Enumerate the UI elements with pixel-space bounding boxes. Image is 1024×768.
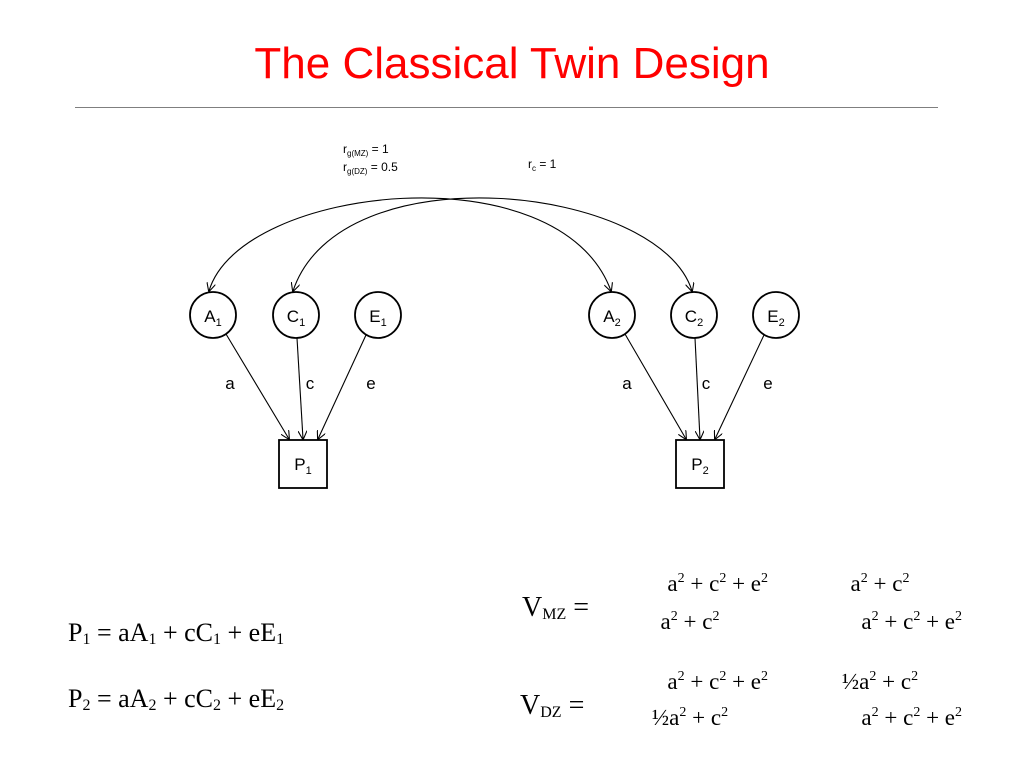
path-label-a-twin2: a [622, 374, 632, 393]
node-e1-circle [354, 291, 402, 339]
vdz-cell-21: ½a2 + c2 [651, 705, 729, 730]
rg-mz-label: rg(MZ) = 1 [343, 142, 389, 158]
rg-dz-label: rg(DZ) = 0.5 [343, 160, 398, 176]
node-e2-circle [752, 291, 800, 339]
vmz-label: VMZ = [522, 592, 590, 623]
node-a2-circle [588, 291, 636, 339]
node-a1-circle [189, 291, 237, 339]
path-diagram: rg(MZ) = 1 rg(DZ) = 0.5 rc = 1 A1 C1 E1 … [189, 142, 800, 489]
node-a1-label: A1 [204, 307, 221, 329]
vdz-cell-12: ½a2 + c2 [841, 669, 919, 694]
node-c2-label: C2 [685, 307, 703, 329]
node-p2-box [675, 439, 725, 489]
path-arrow-e1-p1 [318, 334, 367, 439]
vdz-cell-22: a2 + c2 + e2 [861, 705, 962, 730]
path-label-e-twin2: e [763, 374, 772, 393]
equation-p2: P2 = aA2 + cC2 + eE2 [68, 684, 285, 714]
vmz-cell-22: a2 + c2 + e2 [861, 609, 962, 634]
node-c1-circle [272, 291, 320, 339]
path-label-c-twin2: c [702, 374, 711, 393]
path-label-e-twin1: e [366, 374, 375, 393]
title-divider [75, 107, 938, 108]
common-environment-correlation-arc [293, 197, 692, 291]
path-label-c-twin1: c [306, 374, 315, 393]
node-e2-label: E2 [767, 307, 784, 329]
path-arrow-c2-p2 [694, 337, 700, 439]
rc-label: rc = 1 [528, 157, 557, 173]
node-e1-label: E1 [369, 307, 386, 329]
path-arrow-a2-p2 [624, 333, 686, 439]
path-arrow-e2-p2 [715, 334, 765, 439]
node-p2-label: P2 [691, 455, 708, 477]
vdz-cell-11: a2 + c2 + e2 [667, 669, 768, 694]
node-a2-label: A2 [603, 307, 620, 329]
vmz-cell-12: a2 + c2 [850, 571, 910, 596]
vmz-cell-11: a2 + c2 + e2 [667, 571, 768, 596]
path-arrow-a1-p1 [225, 333, 289, 439]
slide-title: The Classical Twin Design [254, 39, 770, 88]
vmz-cell-21: a2 + c2 [660, 609, 720, 634]
node-c2-circle [670, 291, 718, 339]
path-arrow-c1-p1 [296, 337, 303, 439]
path-label-a-twin1: a [225, 374, 235, 393]
node-p1-label: P1 [294, 455, 311, 477]
node-p1-box [278, 439, 328, 489]
vdz-label: VDZ = [520, 690, 585, 721]
equation-p1: P1 = aA1 + cC1 + eE1 [68, 618, 285, 648]
node-c1-label: C1 [287, 307, 305, 329]
genetic-correlation-arc [209, 197, 611, 291]
